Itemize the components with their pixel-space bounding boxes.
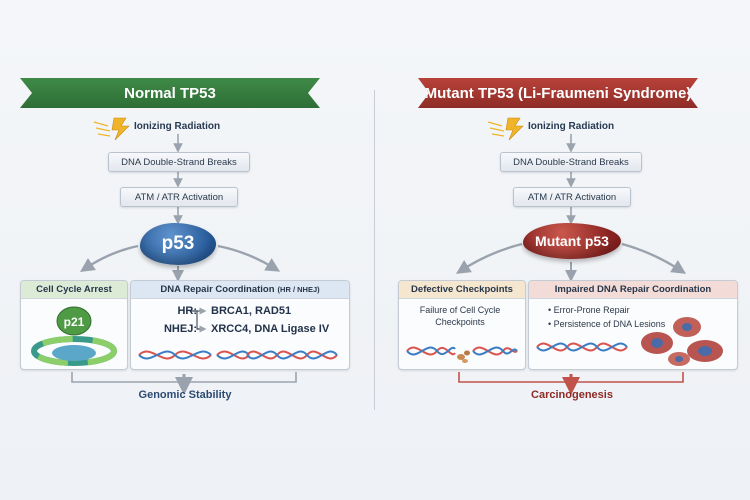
dsb-step: DNA Double-Strand Breaks	[500, 152, 642, 172]
panel-title: Defective Checkpoints	[399, 281, 525, 299]
bullet-lesions: • Persistence of DNA Lesions	[548, 319, 666, 329]
nhej-value: XRCC4, DNA Ligase IV	[211, 323, 330, 335]
lightning-icon	[93, 117, 130, 141]
p21-illustration: p21	[31, 306, 117, 366]
p21-label: p21	[64, 315, 85, 329]
bullet-error-prone: • Error-Prone Repair	[548, 305, 630, 315]
defective-checkpoints-panel: Defective Checkpoints	[398, 280, 526, 370]
broken-dna-illustration	[406, 346, 518, 363]
trigger-label: Ionizing Radiation	[528, 121, 615, 132]
carcinogenesis-outcome: Carcinogenesis	[531, 389, 613, 401]
impaired-repair-bullets: • Error-Prone Repair • Persistence of DN…	[548, 303, 665, 331]
dna-repair-panel: DNA Repair Coordination (HR / NHEJ) HR: …	[130, 280, 350, 370]
panel-title-suffix: (HR / NHEJ)	[277, 285, 320, 294]
panel-title-text: DNA Repair Coordination	[160, 284, 275, 295]
mutant-tp53-banner: Mutant TP53 (Li-Fraumeni Syndrome)	[418, 78, 698, 108]
checkpoint-failure-text: Failure of Cell Cycle Checkpoints	[419, 305, 501, 327]
damaged-cell-icon	[641, 317, 723, 366]
panel-title: DNA Repair Coordination (HR / NHEJ)	[131, 281, 349, 299]
p53-protein: p53	[140, 223, 216, 265]
nhej-key: NHEJ:	[163, 323, 197, 335]
dna-helix-icon	[536, 342, 628, 352]
mutant-p53-protein: Mutant p53	[523, 223, 621, 259]
atm-atr-step: ATM / ATR Activation	[120, 187, 238, 207]
nhej-row: NHEJ: XRCC4, DNA Ligase IV	[164, 323, 330, 335]
arrow	[80, 244, 139, 272]
genomic-stability-outcome: Genomic Stability	[138, 389, 232, 401]
damaged-dna-illustration	[536, 317, 723, 366]
hr-value: BRCA1, RAD51	[211, 305, 292, 317]
dsb-step: DNA Double-Strand Breaks	[108, 152, 250, 172]
cell-cycle-arrest-panel: Cell Cycle Arrest p21	[20, 280, 128, 370]
arrow	[621, 242, 687, 274]
normal-tp53-banner: Normal TP53	[20, 78, 320, 108]
arrow	[217, 244, 281, 272]
trigger-label: Ionizing Radiation	[134, 121, 221, 132]
panel-title: Impaired DNA Repair Coordination	[529, 281, 737, 299]
repair-illustration	[138, 307, 338, 360]
hr-row: HR: BRCA1, RAD51	[177, 305, 292, 317]
dna-helix-icon	[246, 350, 338, 360]
center-divider	[374, 90, 375, 410]
impaired-repair-panel: Impaired DNA Repair Coordination	[528, 280, 738, 370]
atm-atr-step: ATM / ATR Activation	[513, 187, 631, 207]
lightning-icon	[487, 117, 524, 141]
broken-dna-fragment-icon	[457, 350, 470, 363]
dna-helix-icon	[406, 346, 518, 356]
panel-title: Cell Cycle Arrest	[21, 281, 127, 299]
hr-key: HR:	[177, 305, 197, 317]
arrow	[455, 242, 523, 274]
dna-helix-icon	[138, 350, 250, 360]
